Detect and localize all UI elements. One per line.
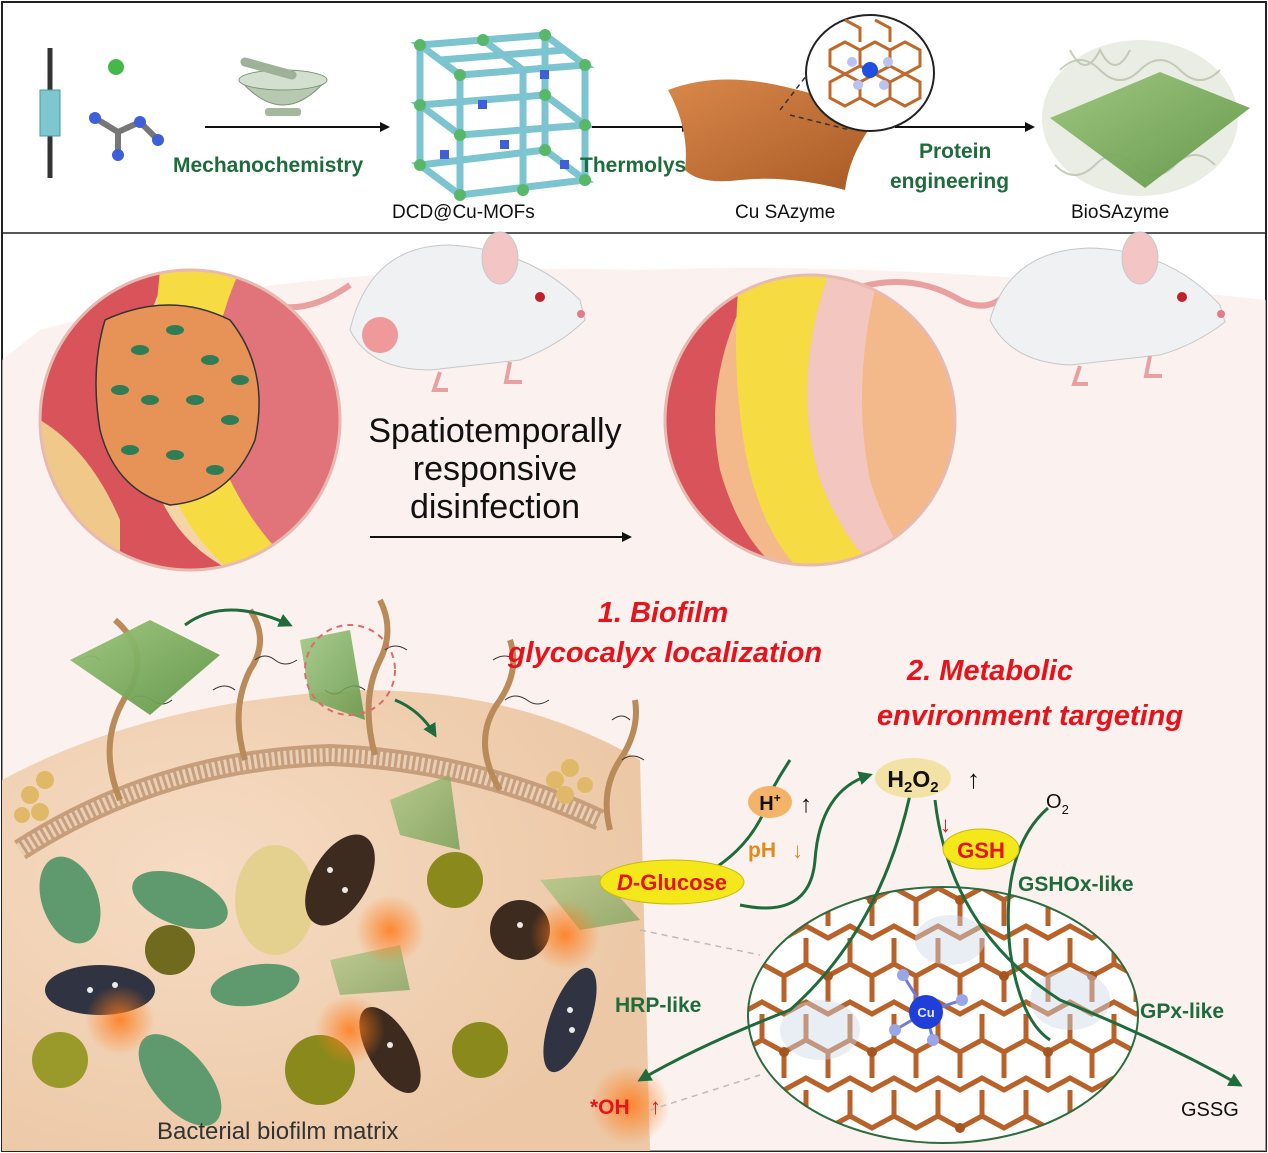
label-dcd-cu-mofs: DCD@Cu-MOFs bbox=[392, 202, 535, 223]
svg-text:H+: H+ bbox=[759, 791, 780, 815]
biosazyme-sheet bbox=[1042, 40, 1250, 196]
title-environment: environment targeting bbox=[877, 700, 1183, 732]
antibody-icon bbox=[14, 759, 593, 823]
biosazyme-approach bbox=[70, 620, 640, 995]
gssg-label: GSSG bbox=[1181, 1099, 1239, 1121]
label-biosazyme: BioSAzyme bbox=[1071, 202, 1169, 223]
label-hrp-like: HRP-like bbox=[615, 994, 701, 1017]
arrow-localize-2 bbox=[394, 698, 437, 738]
label-engineering: engineering bbox=[890, 170, 1009, 193]
ph-label: pH bbox=[748, 839, 776, 862]
arrow-glucose-to-h2o2 bbox=[739, 771, 873, 910]
cu-atom-label: Cu bbox=[917, 1005, 934, 1020]
tissue-healed-zoom bbox=[663, 273, 957, 567]
mof-lattice-icon bbox=[410, 29, 595, 201]
h2o2-badge: H2O2 ↑ bbox=[875, 758, 980, 798]
treatment-line3: disinfection bbox=[410, 488, 580, 526]
precursors bbox=[39, 48, 164, 178]
mouse-healed bbox=[849, 231, 1226, 386]
single-atom-zoom bbox=[805, 14, 935, 132]
title-glycocalyx: glycocalyx localization bbox=[507, 637, 822, 669]
svg-text:↑: ↑ bbox=[800, 791, 812, 818]
label-gpx-like: GPx-like bbox=[1140, 1000, 1224, 1023]
title-metabolic: 2. Metabolic bbox=[906, 655, 1073, 687]
biofilm-matrix-label: Bacterial biofilm matrix bbox=[157, 1118, 398, 1145]
arrow-localize-1 bbox=[184, 608, 293, 627]
h-plus-badge: H+ ↑ bbox=[748, 786, 812, 818]
label-protein: Protein bbox=[919, 140, 991, 163]
arrow-h2o2-to-oh bbox=[637, 794, 912, 1082]
cell-membrane bbox=[14, 743, 605, 860]
mortar-icon bbox=[238, 57, 328, 116]
ros-glow bbox=[85, 895, 670, 1145]
svg-text:H2O2: H2O2 bbox=[887, 766, 938, 796]
treatment-line2: responsive bbox=[413, 450, 577, 488]
svg-text:GSH: GSH bbox=[957, 838, 1005, 863]
tissue-infected-zoom bbox=[38, 268, 342, 572]
arrow-h2o2-to-gssg bbox=[933, 799, 1243, 1087]
label-thermolysis: Thermolysis bbox=[580, 154, 704, 177]
graphene-lattice-zoom: Cu bbox=[639, 886, 1139, 1144]
oh-up-arrow: ↑ bbox=[650, 1094, 661, 1119]
svg-text:↑: ↑ bbox=[967, 764, 980, 794]
label-gshox-like: GSHOx-like bbox=[1018, 873, 1134, 896]
title-biofilm: 1. Biofilm bbox=[598, 597, 729, 629]
label-cu-sazyme: Cu SAzyme bbox=[735, 202, 835, 223]
treatment-line1: Spatiotemporally bbox=[368, 412, 621, 450]
o2-label: O2 bbox=[1046, 791, 1069, 817]
bacteria-cluster bbox=[32, 834, 597, 1126]
gsh-badge: GSH bbox=[942, 828, 1020, 870]
gsh-down-arrow: ↓ bbox=[940, 812, 951, 837]
glucose-badge: D-Glucose bbox=[599, 859, 745, 905]
cu-atom bbox=[909, 995, 943, 1029]
label-mechanochemistry: Mechanochemistry bbox=[173, 154, 364, 177]
arrow-o2-gshox bbox=[1006, 806, 1051, 1042]
svg-text:D-Glucose: D-Glucose bbox=[617, 870, 727, 895]
oh-radical-label: *OH bbox=[590, 1096, 630, 1119]
ph-down-arrow: ↓ bbox=[792, 838, 803, 863]
